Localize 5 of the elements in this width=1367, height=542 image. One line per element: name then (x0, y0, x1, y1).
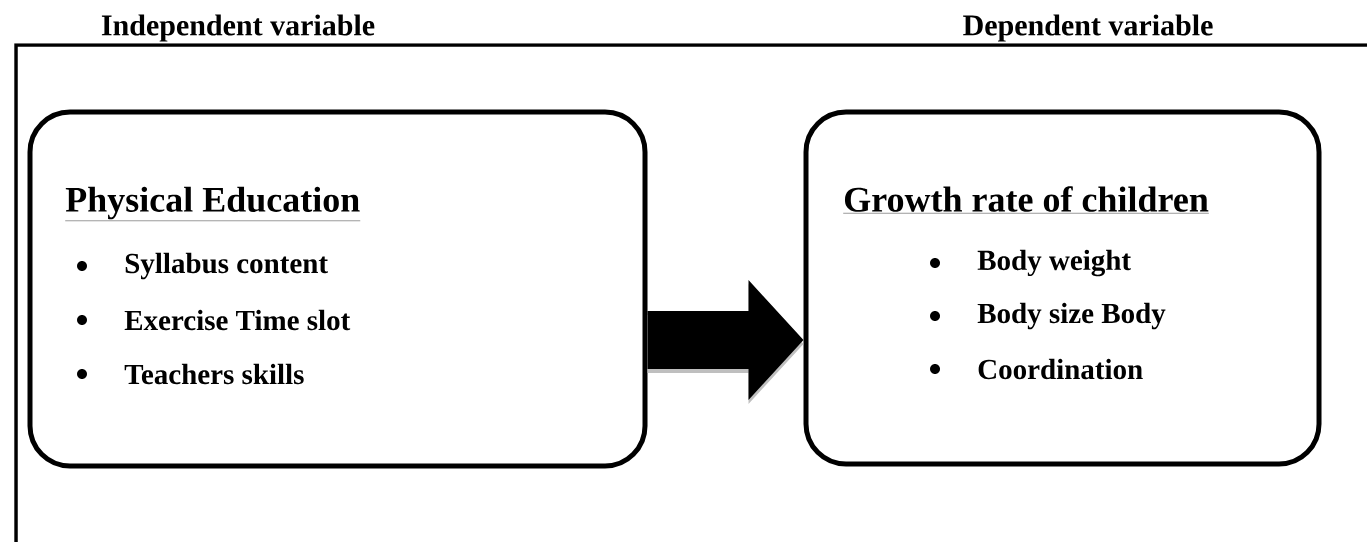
rounded-box: Growth rate of children Body weight Body size Body Coordination (803, 109, 1322, 467)
variable-label: Independent variable (101, 14, 375, 42)
rounded-box: Physical Education Syllabus content Exercise Time slot Teachers skills (27, 109, 648, 469)
variable-label: Dependent variable (963, 14, 1213, 42)
block-arrow (647, 280, 804, 404)
